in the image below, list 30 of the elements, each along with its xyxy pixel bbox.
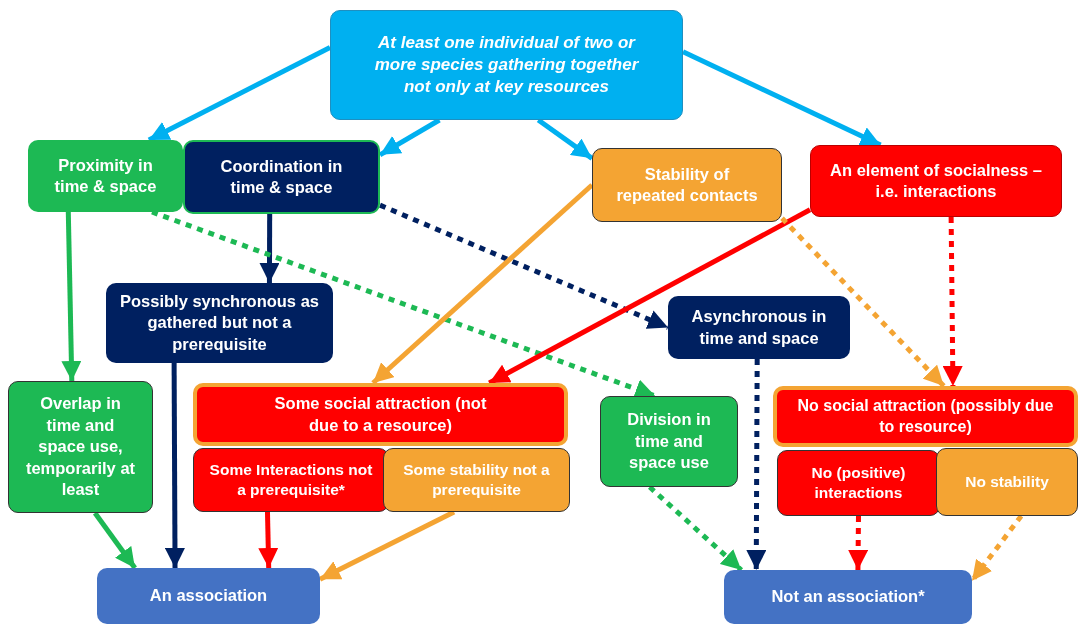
concept-box: Coordination in time & space [183, 140, 380, 214]
concept-box: Some stability not a prerequisite [383, 448, 570, 512]
arrow [746, 359, 767, 570]
concept-box: Some social attraction (not due to a resource) [193, 383, 568, 446]
arrow [488, 207, 812, 386]
arrow [147, 45, 332, 143]
arrow [371, 183, 594, 385]
concept-box: No social attraction (possibly due to resource) [773, 386, 1078, 447]
arrow [970, 514, 1024, 583]
arrow [61, 211, 82, 382]
concept-box: Asynchronous in time and space [668, 296, 850, 359]
arrow [648, 485, 744, 572]
concept-box: Division in time and space use [600, 396, 738, 487]
outcome-box: Not an association* [724, 570, 972, 624]
arrow [164, 363, 185, 568]
concept-box: Stability of repeated contacts [592, 148, 782, 222]
concept-box: Overlap in time and space use, temporarily at least [8, 381, 153, 513]
arrow [848, 515, 869, 571]
arrow [92, 511, 137, 570]
concept-box: An element of socialness – i.e. interactions [810, 145, 1062, 217]
outcome-box: An association [97, 568, 320, 624]
concept-box: Possibly synchronous as gathered but not a prerequisite [106, 283, 333, 363]
concept-box: No (positive) interactions [777, 450, 940, 516]
arrow [259, 214, 280, 283]
arrow [780, 216, 946, 388]
arrow [942, 216, 963, 387]
process-box: At least one individual of two or more species gathering together not only at key resources [330, 10, 683, 120]
concept-box: Proximity in time & space [28, 140, 183, 212]
arrow [258, 511, 279, 569]
concept-box: No stability [936, 448, 1078, 516]
